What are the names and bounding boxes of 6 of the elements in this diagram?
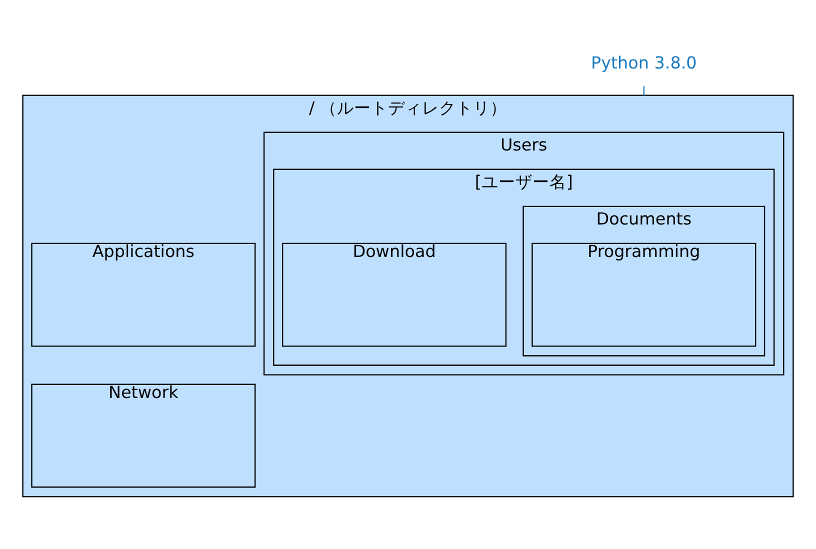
node-box: Download <box>282 242 507 347</box>
node-box: Applications <box>31 242 256 347</box>
node-box: Programming <box>532 242 756 347</box>
node-box: Network <box>31 384 256 488</box>
connector <box>643 86 644 96</box>
node-text: Python 3.8.0 <box>590 52 697 73</box>
